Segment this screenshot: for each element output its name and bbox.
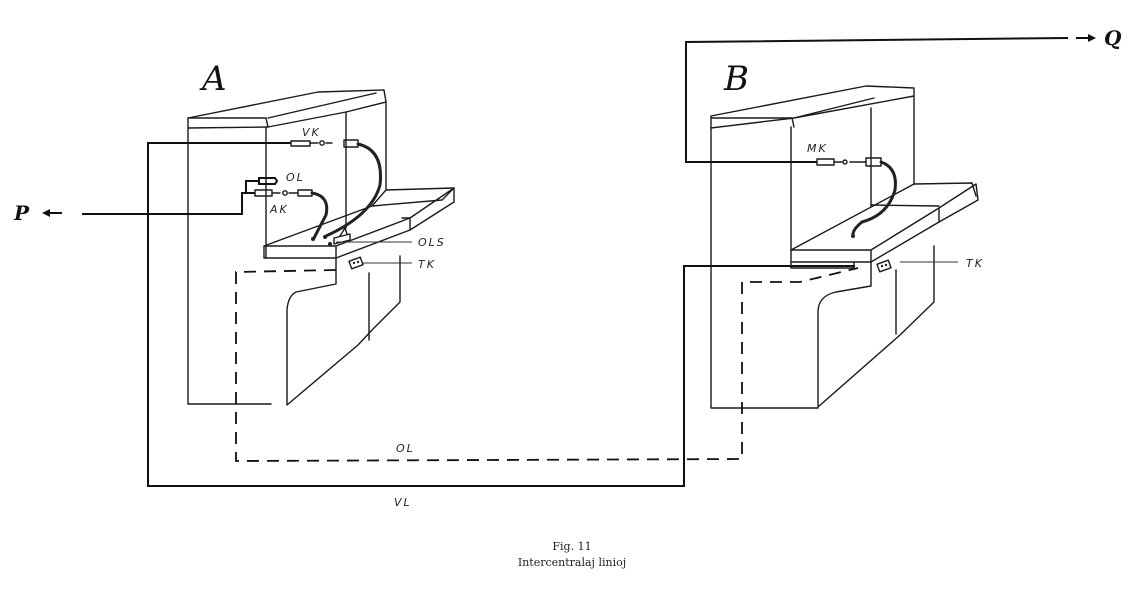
ols-key	[333, 233, 351, 245]
tk-box-b	[876, 259, 892, 273]
vk-label: VK	[302, 126, 321, 139]
switchboard-a-desk	[263, 187, 455, 247]
vk-plug	[324, 139, 383, 238]
ols-label: OLS	[418, 236, 446, 249]
mk-label: MK	[807, 142, 828, 155]
ol-line-label: OL	[396, 442, 415, 455]
ol-jack	[258, 177, 279, 185]
ol-line	[235, 267, 859, 462]
tk-box-a	[348, 256, 364, 270]
endpoint-p-label: P	[13, 201, 30, 225]
station-a-label: A	[199, 59, 227, 99]
figure-caption: Intercentralaj linioj	[518, 556, 626, 569]
vl-line	[147, 142, 855, 487]
q-line	[685, 37, 1069, 163]
vk-jack	[290, 140, 333, 147]
ak-jack	[254, 189, 299, 197]
p-arrow-icon	[42, 209, 62, 217]
switchboard-b-panel	[710, 127, 819, 409]
switchboard-a	[187, 89, 455, 406]
mk-plug	[851, 157, 897, 238]
mk-jack	[816, 158, 867, 166]
tk-a-label: TK	[418, 258, 436, 271]
ak-plug	[297, 189, 329, 240]
figure-number: Fig. 11	[552, 540, 591, 553]
endpoint-q-label: Q	[1104, 26, 1122, 50]
switchboard-b-desk	[790, 182, 977, 251]
tk-b-label: TK	[966, 257, 984, 270]
q-arrow-icon	[1076, 34, 1096, 42]
switchboard-b	[710, 85, 979, 409]
switchboard-a-cabinet	[286, 255, 401, 406]
switchboard-a-top	[187, 89, 387, 129]
switchboard-a-panel	[187, 127, 272, 405]
mk-cord	[851, 160, 897, 238]
ol-jack-label: OL	[286, 171, 305, 184]
ak-label: AK	[269, 203, 289, 216]
p-line	[82, 192, 255, 215]
vl-line-label: VL	[394, 496, 412, 509]
switchboard-b-cabinet	[817, 245, 935, 408]
station-b-label: B	[723, 59, 749, 99]
ak-cord	[310, 191, 329, 240]
vk-cord	[324, 142, 383, 238]
